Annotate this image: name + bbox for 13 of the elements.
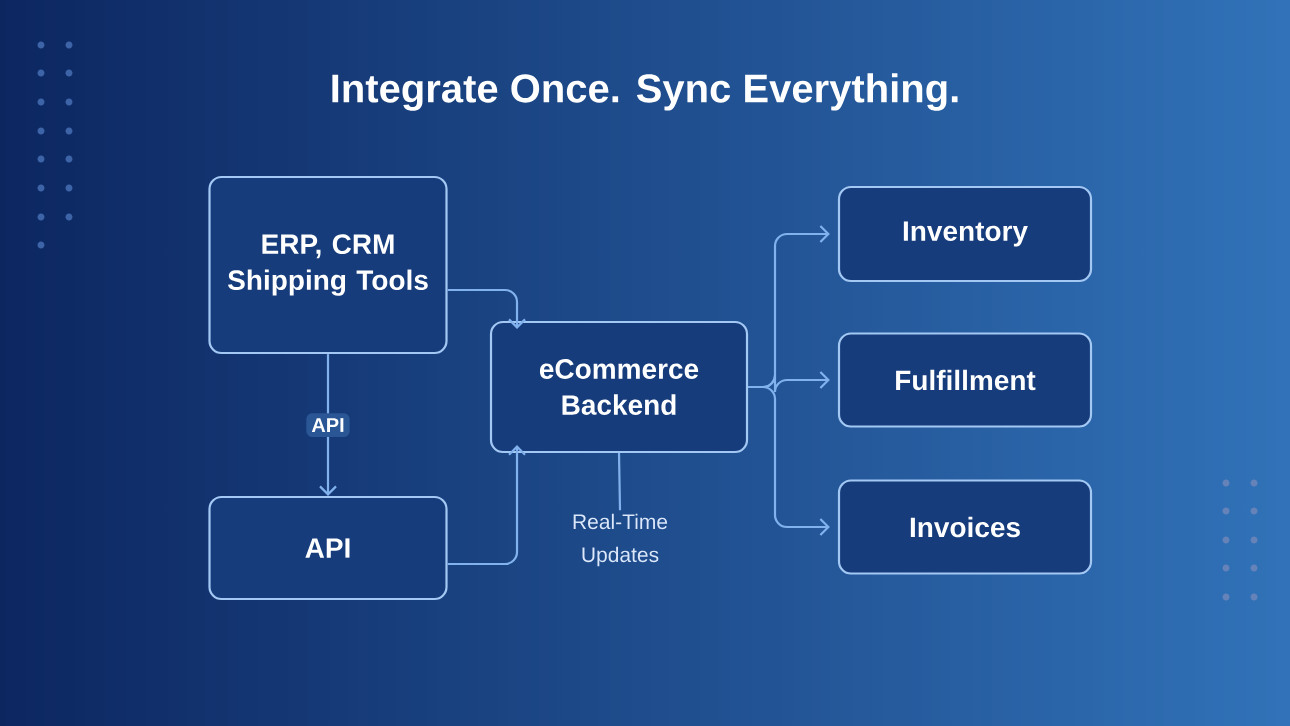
diagram-title: Integrate Once. Sync Everything. [332, 73, 958, 111]
edge-label: API [306, 413, 350, 437]
arrow [447, 288, 526, 329]
process-box: Inventory [837, 185, 1093, 283]
arrow [447, 445, 526, 566]
process-box: Invoices [837, 479, 1093, 575]
arrow [748, 385, 830, 536]
process-box: ERP, CRM Shipping Tools [208, 175, 448, 355]
process-box: eCommerce Backend [489, 320, 749, 454]
note-text: Real-Time Updates [573, 513, 668, 567]
process-box: API [208, 495, 448, 601]
arrow [319, 354, 337, 496]
process-box: Fulfillment [837, 332, 1093, 428]
